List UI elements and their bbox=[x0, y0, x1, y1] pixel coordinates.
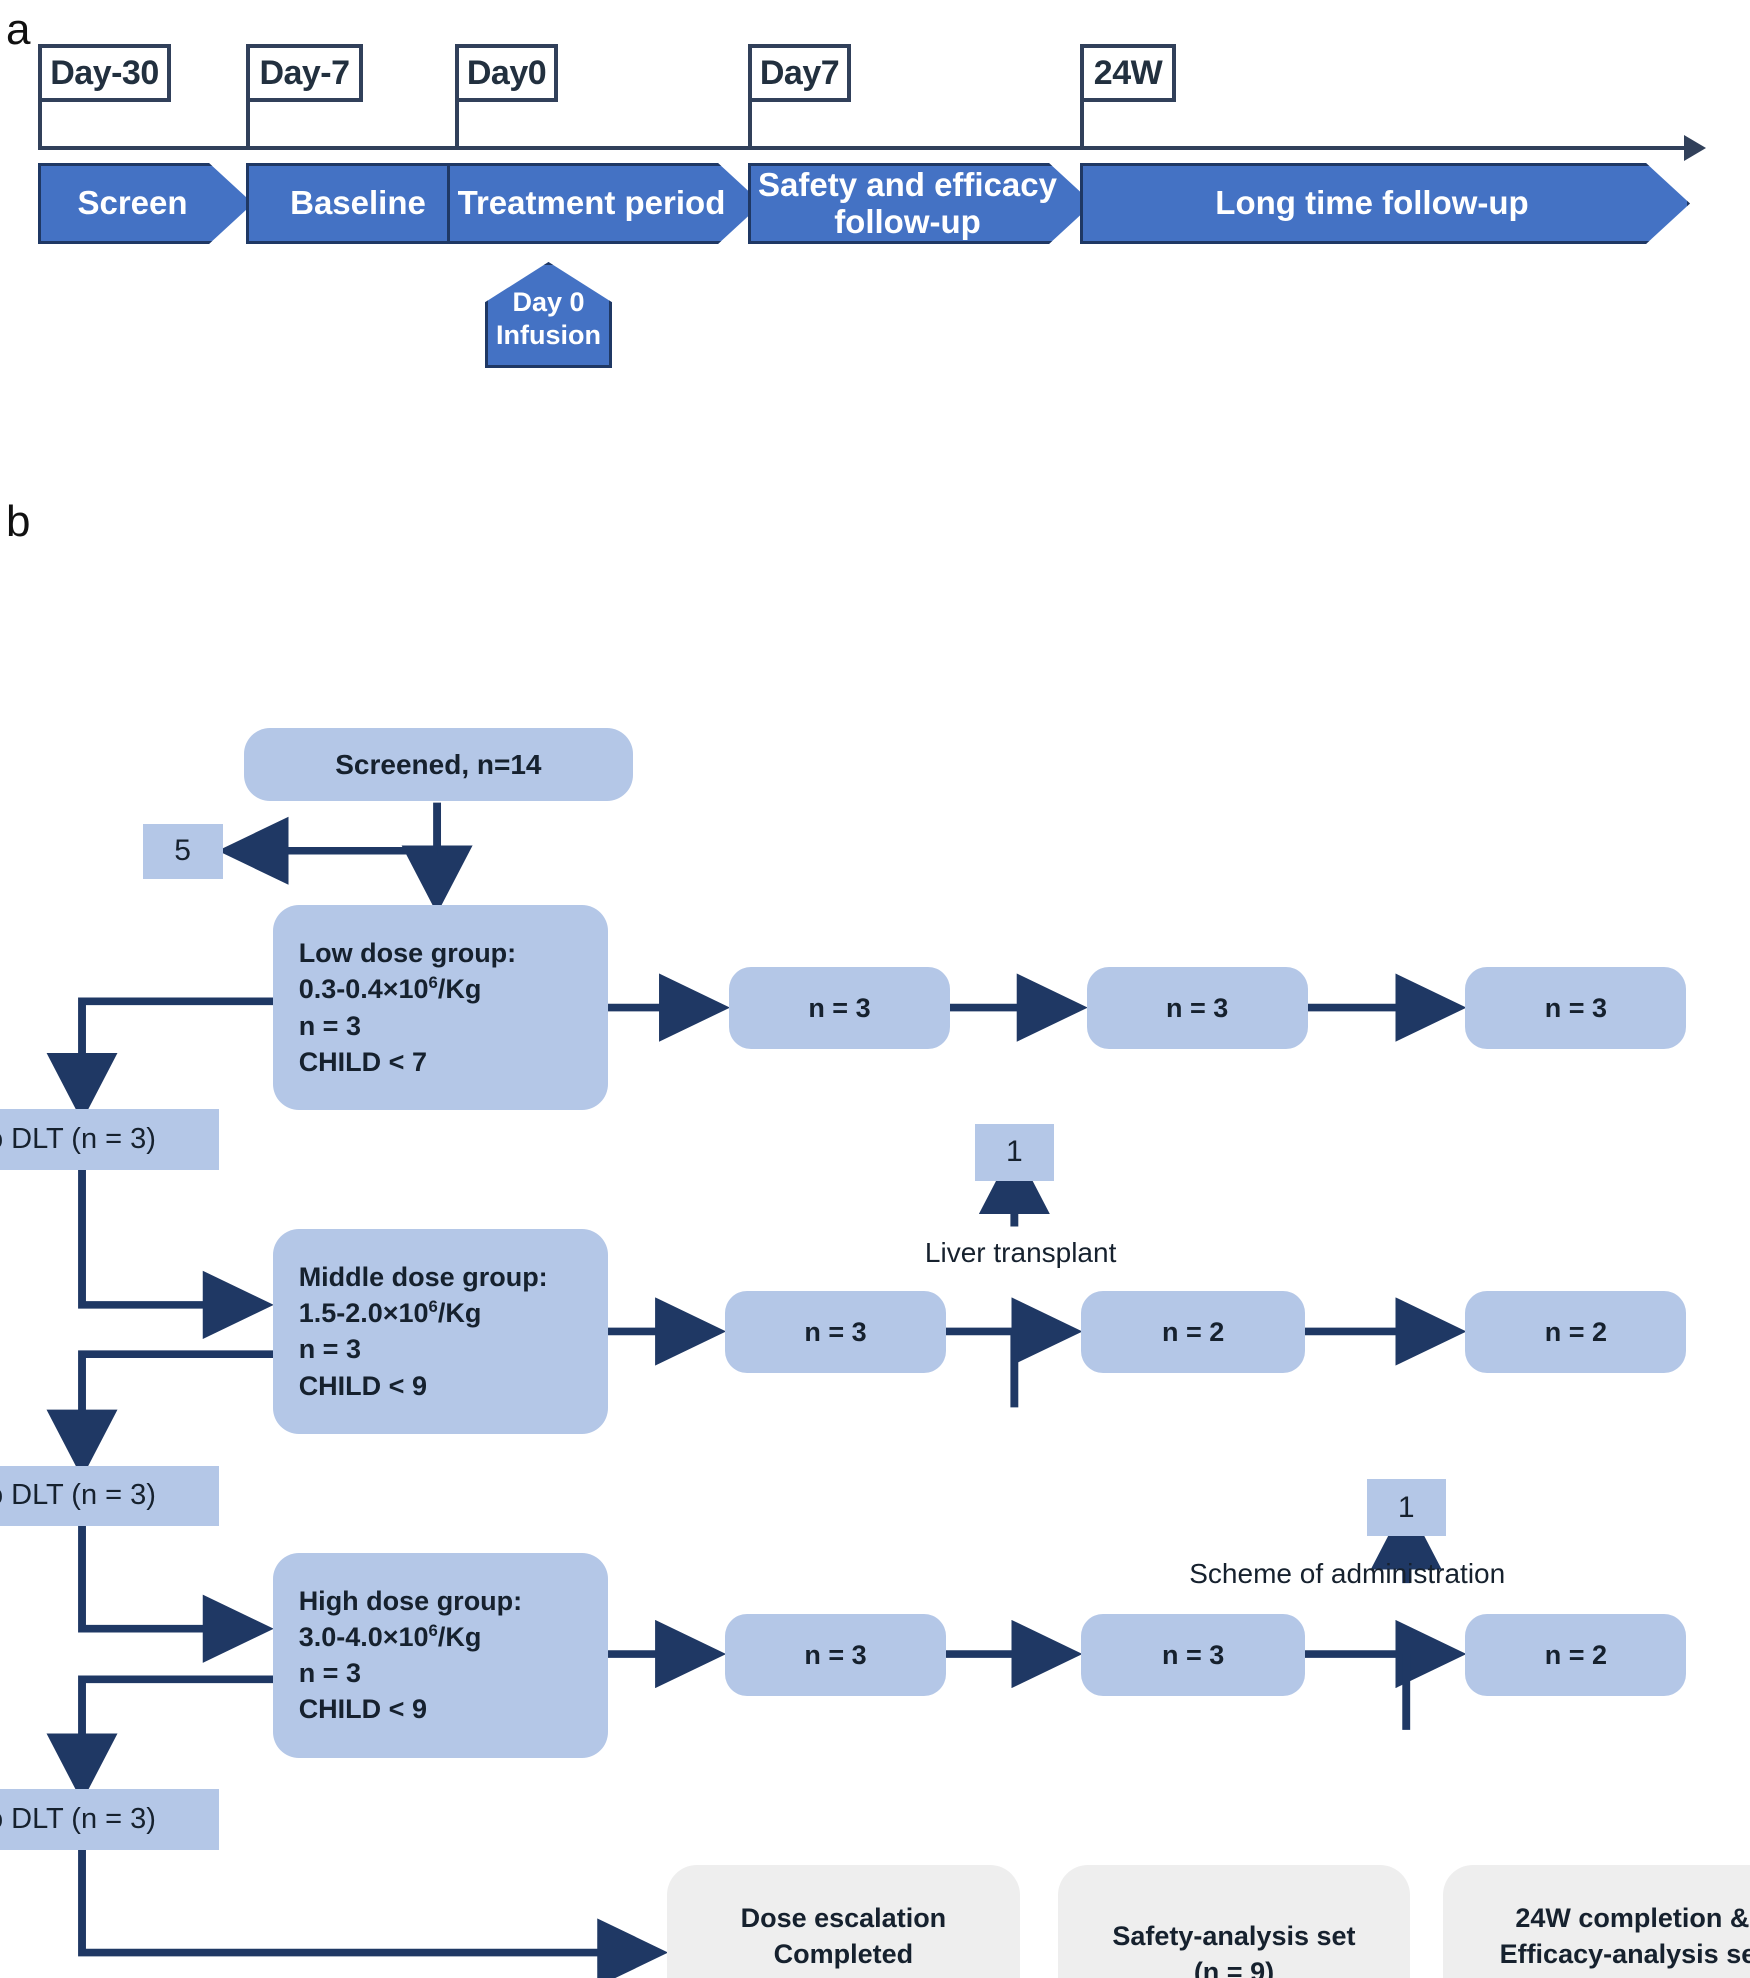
node-label: n = 3 bbox=[804, 1316, 867, 1347]
node-label: 1 bbox=[1005, 1135, 1023, 1169]
timeline-flag-day-30: Day-30 bbox=[38, 44, 171, 102]
group-dose: 3.0-4.0×106/Kg bbox=[298, 1621, 482, 1653]
node-no-dlt-3: No DLT (n = 3) bbox=[0, 1789, 219, 1851]
group-child: CHILD < 9 bbox=[298, 1694, 427, 1725]
node-label: n = 2 bbox=[1162, 1316, 1225, 1347]
panel-b-letter: b bbox=[6, 497, 31, 546]
node-label: n = 2 bbox=[1544, 1316, 1607, 1347]
node-middle-dose-group: Middle dose group: 1.5-2.0×106/Kg n = 3 … bbox=[272, 1228, 608, 1434]
node-high-dose-group: High dose group: 3.0-4.0×106/Kg n = 3 CH… bbox=[272, 1552, 608, 1758]
node-screened: Screened, n=14 bbox=[243, 728, 633, 802]
node-label: n = 3 bbox=[1165, 993, 1229, 1024]
timeline-phase-safety-efficacy-followup: Safety and efficacy follow-up bbox=[748, 163, 1093, 244]
node-high-dose-followup-3: n = 2 bbox=[1465, 1613, 1687, 1696]
group-title: Low dose group: bbox=[298, 938, 517, 969]
timeline-phase-label: Treatment period bbox=[457, 184, 726, 222]
timeline-flag-label: Day7 bbox=[759, 53, 840, 92]
node-outcome-dose-escalation: Dose escalation Completed (n = 9) bbox=[667, 1865, 1020, 1978]
infusion-line-1: Day 0 bbox=[512, 287, 585, 318]
node-label: No DLT (n = 3) bbox=[0, 1803, 156, 1836]
node-no-dlt-2: No DLT (n = 3) bbox=[0, 1465, 219, 1527]
timeline-flag-label: Day-30 bbox=[50, 53, 159, 92]
timeline-flag-day0: Day0 bbox=[455, 44, 558, 102]
timeline-phase-label: Long time follow-up bbox=[1215, 184, 1529, 222]
node-label: n = 3 bbox=[1544, 993, 1607, 1024]
node-low-dose-group: Low dose group: 0.3-0.4×106/Kg n = 3 CHI… bbox=[272, 905, 608, 1111]
node-label: 1 bbox=[1397, 1490, 1415, 1524]
group-dose: 1.5-2.0×106/Kg bbox=[298, 1297, 482, 1329]
node-middle-dose-followup-1: n = 3 bbox=[725, 1290, 946, 1374]
timeline-flag-day-7: Day-7 bbox=[246, 44, 363, 102]
outcome-line-1: Dose escalation bbox=[740, 1902, 947, 1933]
group-n: n = 3 bbox=[298, 1010, 361, 1041]
timeline-phase-long-time-followup: Long time follow-up bbox=[1080, 163, 1690, 244]
node-label: n = 3 bbox=[804, 1639, 867, 1670]
node-low-dose-followup-1: n = 3 bbox=[729, 967, 950, 1050]
timeline-stem bbox=[748, 98, 752, 150]
timeline-flag-label: Day0 bbox=[466, 53, 547, 92]
group-n: n = 3 bbox=[298, 1658, 361, 1689]
group-dose: 0.3-0.4×106/Kg bbox=[298, 973, 482, 1005]
timeline-phase-label: Safety and efficacy follow-up bbox=[758, 165, 1057, 240]
timeline-phase-label: Screen bbox=[77, 184, 188, 222]
outcome-line-2: Completed bbox=[773, 1938, 914, 1969]
timeline-phase-label: Baseline bbox=[290, 184, 426, 222]
timeline-day0-infusion: Day 0 Infusion bbox=[485, 262, 612, 368]
timeline-flag-24w: 24W bbox=[1080, 44, 1176, 102]
panel-a-letter: a bbox=[6, 5, 31, 54]
timeline-stem bbox=[1080, 98, 1084, 150]
node-low-dose-followup-2: n = 3 bbox=[1086, 967, 1308, 1050]
outcome-line-1: Safety-analysis set bbox=[1112, 1920, 1356, 1951]
node-label: n = 3 bbox=[1162, 1639, 1225, 1670]
timeline-flag-label: 24W bbox=[1093, 53, 1163, 92]
node-outcome-safety-analysis-set: Safety-analysis set (n = 9) bbox=[1057, 1865, 1411, 1978]
outcome-line-3: (n = 8) bbox=[1592, 1972, 1672, 1978]
infusion-line-2: Infusion bbox=[496, 319, 601, 350]
node-dropout-scheme-count: 1 bbox=[1366, 1479, 1446, 1537]
node-label: No DLT (n = 3) bbox=[0, 1122, 156, 1155]
outcome-line-2: (n = 9) bbox=[1193, 1956, 1275, 1978]
outcome-line-3: (n = 9) bbox=[803, 1972, 883, 1978]
node-outcome-24w-efficacy-analysis-set: 24W completion & Efficacy-analysis set (… bbox=[1443, 1865, 1750, 1978]
label-liver-transplant: Liver transplant bbox=[924, 1236, 1117, 1268]
group-child: CHILD < 9 bbox=[298, 1370, 427, 1401]
node-excluded-count: 5 bbox=[142, 824, 223, 879]
timeline-stem bbox=[246, 98, 250, 150]
outcome-line-2: Efficacy-analysis set bbox=[1499, 1938, 1750, 1969]
label-scheme-of-administration: Scheme of administration bbox=[1189, 1557, 1506, 1589]
timeline-stem bbox=[38, 98, 42, 150]
timeline-phase-treatment-period: Treatment period bbox=[447, 163, 762, 244]
node-high-dose-followup-1: n = 3 bbox=[725, 1613, 946, 1696]
group-title: Middle dose group: bbox=[298, 1262, 548, 1293]
node-label: Screened, n=14 bbox=[335, 748, 542, 780]
timeline-stem bbox=[455, 98, 459, 150]
timeline-flag-label: Day-7 bbox=[259, 53, 350, 92]
node-label: n = 3 bbox=[808, 993, 871, 1024]
group-title: High dose group: bbox=[298, 1585, 523, 1616]
timeline-axis bbox=[38, 146, 1684, 150]
group-child: CHILD < 7 bbox=[298, 1046, 427, 1077]
node-label: No DLT (n = 3) bbox=[0, 1479, 156, 1512]
group-n: n = 3 bbox=[298, 1334, 361, 1365]
node-middle-dose-followup-3: n = 2 bbox=[1465, 1290, 1687, 1374]
node-dropout-liver-transplant-count: 1 bbox=[974, 1123, 1054, 1181]
timeline-phase-screen: Screen bbox=[38, 163, 253, 244]
timeline-flag-day7: Day7 bbox=[748, 44, 851, 102]
node-low-dose-followup-3: n = 3 bbox=[1465, 967, 1687, 1050]
timeline-arrow-icon bbox=[1684, 135, 1706, 161]
node-label: n = 2 bbox=[1544, 1639, 1607, 1670]
node-high-dose-followup-2: n = 3 bbox=[1081, 1613, 1305, 1696]
node-no-dlt-1: No DLT (n = 3) bbox=[0, 1108, 219, 1170]
node-label: 5 bbox=[174, 834, 191, 868]
node-middle-dose-followup-2: n = 2 bbox=[1081, 1290, 1305, 1374]
outcome-line-1: 24W completion & bbox=[1515, 1902, 1750, 1933]
